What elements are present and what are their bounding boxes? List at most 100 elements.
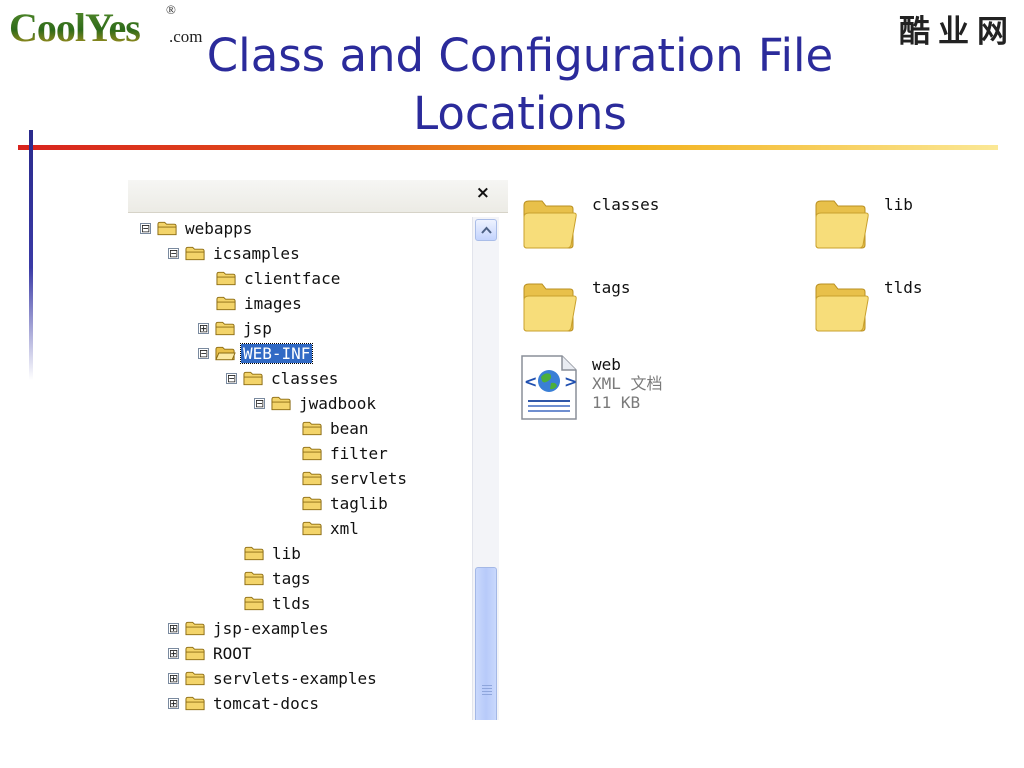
file-name: web xyxy=(592,355,621,374)
folder-icon xyxy=(185,621,205,635)
file-size: 11 KB xyxy=(592,393,641,412)
tree-item-label: classes xyxy=(271,368,339,388)
logo-text: CoolYes xyxy=(9,5,141,50)
folder-item-tlds[interactable]: tlds xyxy=(812,278,923,334)
folder-item-name: classes xyxy=(592,195,660,214)
slide-title-line-1: Class and Configuration File xyxy=(206,29,834,82)
tree-item[interactable]: ⊟ icsamples xyxy=(168,242,302,264)
tree-item-label: bean xyxy=(330,418,369,438)
tree-item[interactable]: taglib xyxy=(302,492,390,514)
scroll-thumb[interactable] xyxy=(475,567,497,720)
tree-expander-icon[interactable]: ⊞ xyxy=(168,621,179,635)
tree-item[interactable]: xml xyxy=(302,517,361,539)
folder-icon xyxy=(302,421,322,435)
scroll-grip xyxy=(482,685,492,697)
tree-item[interactable]: bean xyxy=(302,417,371,439)
tree-expander-icon[interactable]: ⊟ xyxy=(198,346,209,360)
tree-item[interactable]: ⊞ ROOT xyxy=(168,642,254,664)
tree-item-label: servlets xyxy=(330,468,408,488)
tree-item[interactable]: ⊟ classes xyxy=(226,367,340,389)
folder-icon xyxy=(185,671,205,685)
tree-item[interactable]: servlets xyxy=(302,467,409,489)
slide-title: Class and Configuration File Locations xyxy=(120,27,920,143)
tree-pane-header: × xyxy=(128,180,508,213)
folder-icon xyxy=(216,271,236,285)
tree-item[interactable]: ⊞ jsp xyxy=(198,317,274,339)
tree-item[interactable]: ⊞ jsp-examples xyxy=(168,617,331,639)
tree-item-label: taglib xyxy=(330,493,388,513)
folder-icon xyxy=(815,283,869,332)
folder-icon xyxy=(215,321,235,335)
tree-item-label: images xyxy=(244,293,302,313)
logo-suffix: .com xyxy=(169,27,203,46)
tree-item[interactable]: ⊟ webapps xyxy=(140,217,254,239)
folder-icon xyxy=(185,646,205,660)
folder-icon xyxy=(244,571,264,585)
tree-item-label: ROOT xyxy=(213,643,252,663)
title-accent-line xyxy=(18,145,998,150)
logo-registered-mark: ® xyxy=(166,2,176,17)
tree-expander-icon[interactable]: ⊞ xyxy=(168,646,179,660)
xml-file-icon: < > xyxy=(521,355,577,420)
folder-icon xyxy=(302,446,322,460)
folder-icon xyxy=(302,521,322,535)
folder-icon xyxy=(523,200,577,249)
tree-expander-icon[interactable]: ⊞ xyxy=(198,321,209,335)
coolyes-logo: CoolYes ® .com xyxy=(9,2,203,50)
tree-item-label: jsp xyxy=(243,318,272,338)
folder-icon xyxy=(271,396,291,410)
folder-item-tags[interactable]: tags xyxy=(520,278,631,334)
tree-item[interactable]: clientface xyxy=(216,267,342,289)
tree-item-label: filter xyxy=(330,443,388,463)
vertical-scrollbar[interactable] xyxy=(472,217,499,720)
tree-item-label: tlds xyxy=(272,593,311,613)
tree-expander-icon[interactable]: ⊞ xyxy=(168,696,179,710)
folder-icon xyxy=(215,346,236,360)
left-accent-bar xyxy=(29,130,33,380)
tree-expander-icon[interactable]: ⊞ xyxy=(168,671,179,685)
folder-icon xyxy=(302,471,322,485)
tree-item-label: jsp-examples xyxy=(213,618,329,638)
folder-icon xyxy=(216,296,236,310)
tree-expander-icon[interactable]: ⊟ xyxy=(254,396,265,410)
folder-icon xyxy=(157,221,177,235)
tree-item[interactable]: images xyxy=(216,292,304,314)
tree-item-label: xml xyxy=(330,518,359,538)
folder-icon xyxy=(302,496,322,510)
chevron-up-icon xyxy=(481,226,492,234)
tree-item-label: lib xyxy=(272,543,301,563)
tree-expander-icon[interactable]: ⊟ xyxy=(140,221,151,235)
close-icon[interactable]: × xyxy=(475,183,490,203)
brand-chinese-name: 酷业网 xyxy=(899,14,1016,50)
tree-item[interactable]: tags xyxy=(244,567,313,589)
tree-item[interactable]: filter xyxy=(302,442,390,464)
svg-text:<: < xyxy=(524,372,537,391)
folder-icon xyxy=(244,596,264,610)
tree-expander-icon[interactable]: ⊟ xyxy=(226,371,237,385)
file-item-web-xml[interactable]: < > web XML 文档 11 KB xyxy=(520,355,663,421)
tree-item[interactable]: ⊞ servlets-examples xyxy=(168,667,379,689)
folder-icon xyxy=(185,246,205,260)
tree-item-label: webapps xyxy=(185,218,253,238)
svg-text:>: > xyxy=(564,372,577,391)
tree-item-label: clientface xyxy=(244,268,341,288)
tree-item[interactable]: ⊟jwadbook xyxy=(254,392,378,414)
folder-item-lib[interactable]: lib xyxy=(812,195,913,251)
tree-item-label: icsamples xyxy=(213,243,300,263)
folder-item-name: lib xyxy=(884,195,913,214)
tree-item[interactable]: lib xyxy=(244,542,303,564)
tree-item-label: servlets-examples xyxy=(213,668,377,688)
folder-icon xyxy=(523,283,577,332)
folder-item-classes[interactable]: classes xyxy=(520,195,659,251)
tree-item-label: tomcat-docs xyxy=(213,693,319,713)
tree-expander-icon[interactable]: ⊟ xyxy=(168,246,179,260)
folder-item-name: tags xyxy=(592,278,631,297)
tree-item[interactable]: ⊞ tomcat-docs xyxy=(168,692,321,714)
folder-tree-pane: × ⊟ webapps ⊟ icsamples clientface images ⊞ jsp… xyxy=(128,180,508,720)
folder-icon xyxy=(185,696,205,710)
scroll-up-button[interactable] xyxy=(475,219,497,241)
folder-icon xyxy=(244,546,264,560)
tree-item[interactable]: ⊟WEB-INF xyxy=(198,342,314,364)
file-type: XML 文档 xyxy=(592,374,663,393)
tree-item[interactable]: tlds xyxy=(244,592,313,614)
